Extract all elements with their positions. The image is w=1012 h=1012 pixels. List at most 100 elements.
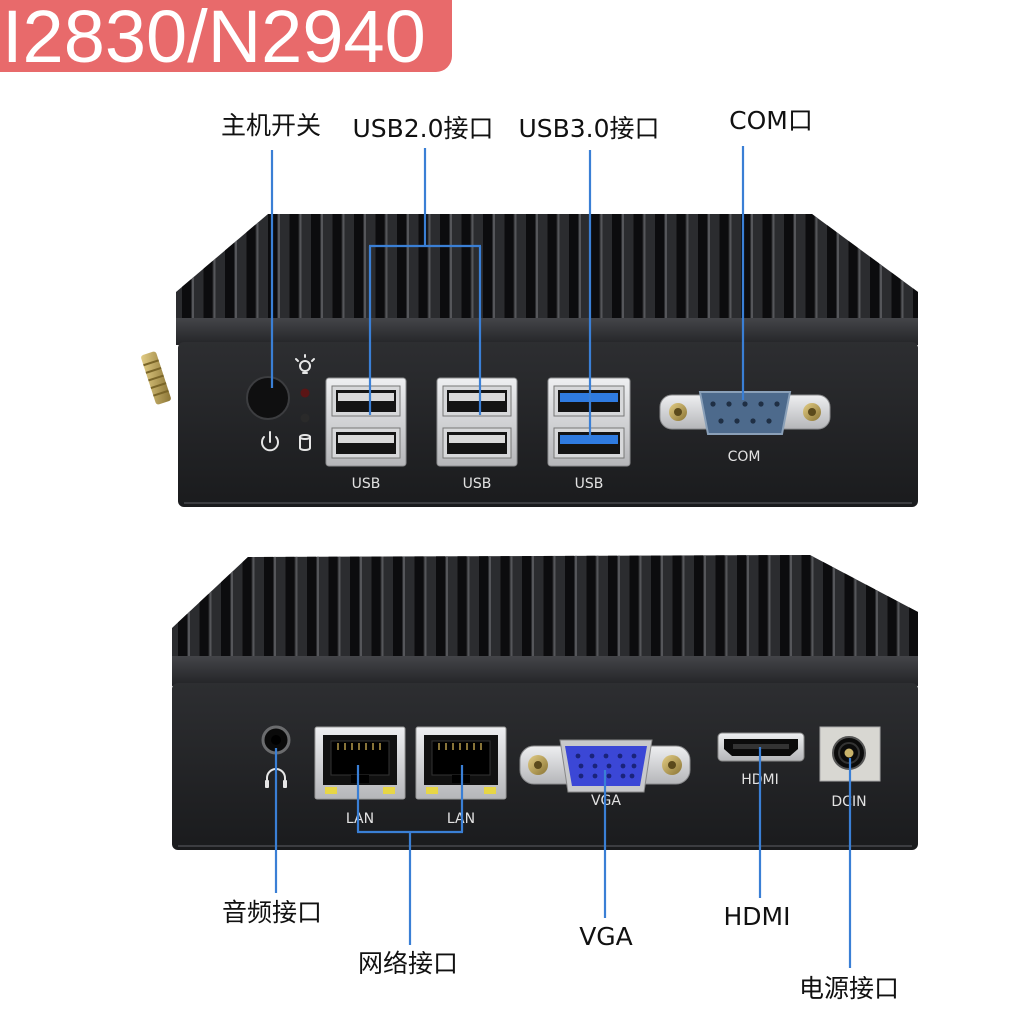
heatsink-fin-edge [231, 555, 233, 660]
heatsink-fin-groove [483, 214, 492, 322]
callout-vga: VGA [579, 922, 633, 951]
front-view-device: USB USB USB COM [141, 214, 918, 507]
heatsink-fin-groove [500, 555, 510, 660]
heatsink-fin-groove [461, 214, 471, 322]
heatsink-fin-edge [338, 555, 341, 660]
heatsink-fin-edge [618, 555, 620, 660]
heatsink-fin-groove [522, 555, 531, 660]
heatsink-fin-edge [876, 555, 878, 660]
heatsink-fin-edge [682, 555, 685, 660]
heatsink-fin-groove [741, 214, 750, 322]
model-badge-text: I2830/N2940 [2, 0, 426, 78]
disk-icon [299, 434, 311, 451]
heatsink-fins [182, 214, 918, 322]
heatsink-fin-edge [317, 555, 319, 660]
heatsink-fin-edge [467, 555, 470, 660]
heatsink-fin-edge [686, 214, 689, 322]
heatsink-fin-edge [661, 555, 663, 660]
heatsink-fin-groove [762, 214, 772, 322]
heatsink-fin-groove [393, 555, 402, 660]
heatsink-fin-groove [655, 214, 664, 322]
heatsink-fin-edge [235, 214, 237, 322]
heatsink-fin-groove [543, 555, 553, 660]
heatsink-fin-edge [600, 214, 603, 322]
heatsink-fin-groove [332, 214, 342, 322]
heatsink-fin-groove [225, 214, 234, 322]
com-port [659, 391, 831, 435]
heatsink-fin-edge [557, 214, 560, 322]
heatsink-fin-groove [182, 214, 191, 322]
heatsink-fin-groove [633, 214, 643, 322]
heatsink-fin-edge [833, 555, 835, 660]
heatsink-fin-groove [203, 214, 213, 322]
heatsink-fin-edge [381, 555, 384, 660]
heatsink-fin-edge [385, 214, 388, 322]
heatsink-fin-edge [596, 555, 599, 660]
housing-chamfer [172, 656, 918, 685]
heatsink-fin-edge [854, 555, 857, 660]
heatsink-fin-groove [307, 555, 316, 660]
heatsink-fin-groove [242, 555, 252, 660]
heatsink-fin-edge [579, 214, 581, 322]
callout-labels: 主机开关 USB2.0接口 USB3.0接口 COM口 音频接口 网络接口 VG… [221, 106, 899, 1003]
callout-usb2: USB2.0接口 [352, 114, 493, 143]
heatsink-fin-edge [188, 555, 190, 660]
heatsink-fin-edge [708, 214, 710, 322]
heatsink-fin-groove [866, 555, 875, 660]
heatsink-fin-groove [651, 555, 660, 660]
heatsink-fin-groove [264, 555, 273, 660]
heatsink-fin-edge [213, 214, 216, 322]
heatsink-fin-groove [526, 214, 535, 322]
heatsink-fin-edge [299, 214, 302, 322]
power-led [300, 388, 310, 398]
callout-hdmi: HDMI [724, 902, 791, 931]
heatsink-fin-edge [575, 555, 577, 660]
heatsink-fin-groove [246, 214, 256, 322]
heatsink-fin-groove [698, 214, 707, 322]
audio-jack-hole [271, 735, 281, 745]
leader-lines [270, 146, 852, 968]
vga-port-label: VGA [591, 793, 621, 809]
usb-label-1: USB [352, 476, 381, 492]
heatsink-fin-groove [414, 555, 424, 660]
heatsink-fin-groove [565, 555, 574, 660]
heatsink-fin-edge [510, 555, 513, 660]
power-icon [261, 431, 279, 452]
heatsink-fin-edge [256, 214, 259, 322]
heatsink-fin-groove [397, 214, 406, 322]
heatsink-fin-edge [424, 555, 427, 660]
heatsink-fin-edge [274, 555, 276, 660]
callout-power-switch: 主机开关 [221, 111, 321, 140]
heatsink-fin-edge [811, 555, 814, 660]
heatsink-fin-groove [805, 214, 815, 322]
callout-network: 网络接口 [358, 949, 458, 978]
heatsink-fin-groove [719, 214, 729, 322]
heatsink-fin-groove [676, 214, 686, 322]
lan-port-1 [314, 726, 406, 800]
com-label: COM [728, 449, 761, 465]
heatsink-fin-edge [815, 214, 818, 322]
heatsink-fin-edge [360, 555, 362, 660]
heatsink-fin-edge [790, 555, 792, 660]
heatsink-fin-groove [737, 555, 746, 660]
heatsink-fin-groove [758, 555, 768, 660]
heatsink-fin-edge [794, 214, 796, 322]
heatsink-fin-edge [768, 555, 771, 660]
heatsink-fin-groove [780, 555, 789, 660]
heatsink-fins [178, 555, 918, 660]
heatsink-fin-edge [364, 214, 366, 322]
callout-power-input: 电源接口 [799, 974, 899, 1003]
heatsink-fin-edge [901, 214, 904, 322]
heatsink-fin-groove [440, 214, 449, 322]
antenna-connector [141, 351, 171, 405]
heatsink-fin-edge [858, 214, 861, 322]
heatsink-fin-groove [221, 555, 230, 660]
heatsink-fin-groove [823, 555, 832, 660]
usb2-port-stack-1 [325, 377, 407, 467]
heatsink-fin-edge [450, 214, 452, 322]
disk-led [300, 413, 310, 423]
heatsink-fin-edge [403, 555, 405, 660]
heatsink-fin-groove [870, 214, 879, 322]
heatsink-fin-groove [784, 214, 793, 322]
